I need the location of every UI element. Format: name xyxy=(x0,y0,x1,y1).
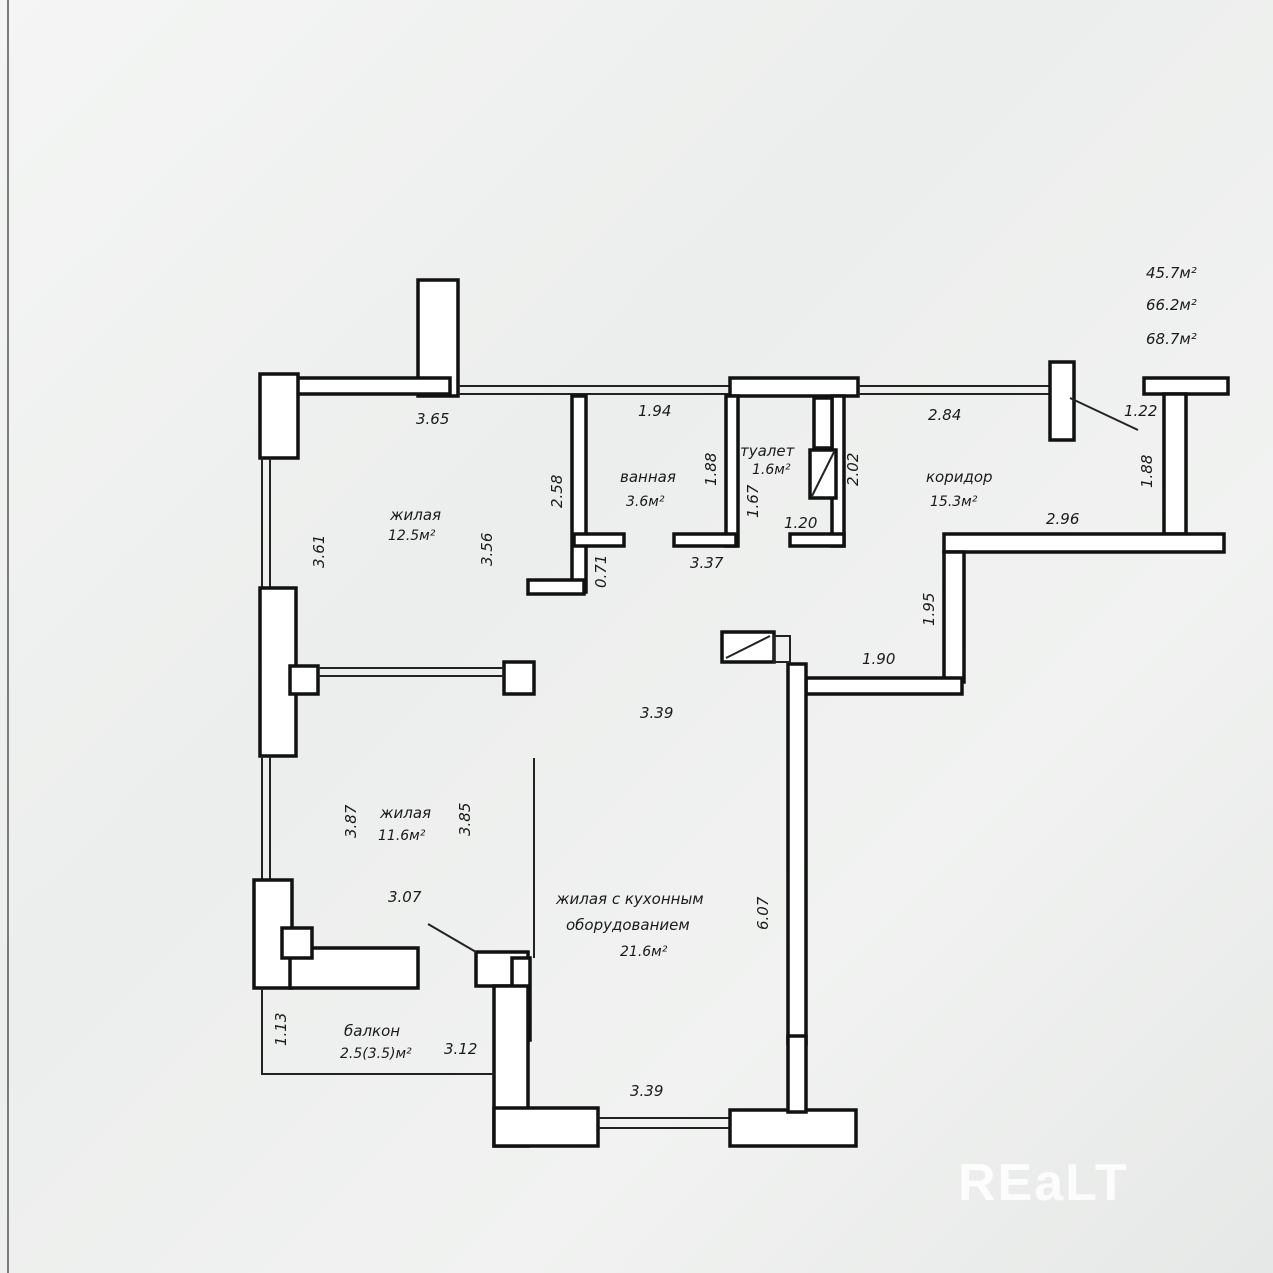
corridor-step-wall xyxy=(942,550,966,684)
bath-bottom-left xyxy=(572,532,626,548)
kitchen-right-wall-lower xyxy=(786,1034,808,1114)
kitchen-bottom-right xyxy=(728,1108,858,1148)
total-area-with-balcony: 68.7м² xyxy=(1146,330,1197,348)
vent-box-side xyxy=(773,635,791,663)
dim-bath-left: 2.58 xyxy=(548,475,566,508)
right-wall xyxy=(1162,392,1188,536)
balcony-outline xyxy=(261,988,494,1075)
living1-area: 12.5м² xyxy=(388,528,436,544)
kitchen-bottom-left xyxy=(492,1106,600,1148)
dim-top-left: 3.65 xyxy=(416,410,449,428)
toilet-name: туалет xyxy=(740,442,796,460)
kitchen-area: 21.6м² xyxy=(620,944,668,960)
column-lower xyxy=(280,926,314,960)
bath-bottom-right xyxy=(672,532,738,548)
walls xyxy=(252,278,1230,1148)
dim-toilet-left: 1.67 xyxy=(744,484,762,518)
dim-kitchen-right: 6.07 xyxy=(754,896,772,930)
dim-kitchen-bottom: 3.39 xyxy=(630,1082,663,1100)
dim-corridor-low: 1.90 xyxy=(862,650,895,668)
dim-corridor-step: 1.95 xyxy=(920,593,938,626)
kitchen-name-line2: оборудованием xyxy=(566,916,690,934)
dim-toilet-bottom: 1.20 xyxy=(784,514,817,532)
dim-right-side: 1.88 xyxy=(1138,455,1156,488)
entrance-door-swing xyxy=(1069,397,1139,431)
dim-toilet-right: 2.02 xyxy=(844,453,862,486)
corridor-area: 15.3м² xyxy=(930,494,978,510)
dim-bath-bottom: 3.37 xyxy=(690,554,724,572)
bath-area: 3.6м² xyxy=(626,494,665,510)
kitchen-name-line1: жилая с кухонным xyxy=(555,890,704,908)
dim-balcony-right: 3.12 xyxy=(444,1040,477,1058)
dim-top-bath: 1.94 xyxy=(638,402,671,420)
balcony-area: 2.5(3.5)м² xyxy=(340,1046,412,1062)
total-area: 66.2м² xyxy=(1146,296,1197,314)
totals: 45.7м² 66.2м² 68.7м² xyxy=(1146,264,1197,348)
dim-corridor-bottom: 2.96 xyxy=(1046,510,1079,528)
entrance-jamb xyxy=(1048,360,1076,442)
dim-living1-left: 3.61 xyxy=(310,535,328,568)
toilet-shaft-diagonal xyxy=(811,451,835,497)
toilet-bottom-wall xyxy=(788,532,846,548)
door-swing-living2 xyxy=(427,923,477,953)
watermark-logo: REaLT xyxy=(958,1154,1129,1212)
living1-name: жилая xyxy=(389,506,441,524)
living-bath-partition xyxy=(570,394,588,594)
dim-balcony-left: 1.13 xyxy=(272,1013,290,1046)
partition-nib xyxy=(526,578,586,596)
balcony-name: балкон xyxy=(344,1022,400,1040)
corridor-name: коридор xyxy=(926,468,993,486)
corridor-bottom-wall xyxy=(942,532,1226,554)
dim-living1-right: 3.56 xyxy=(478,533,496,566)
vent-diagonal xyxy=(725,635,771,659)
corridor-low-wall xyxy=(804,676,964,696)
dim-top-corridor: 2.84 xyxy=(928,406,961,424)
top-right-wall xyxy=(1142,376,1230,396)
top-wall-left xyxy=(288,376,452,396)
toilet-area: 1.6м² xyxy=(752,462,791,478)
room-labels: жилая 12.5м² ванная 3.6м² туалет 1.6м² к… xyxy=(340,442,993,1062)
dim-living2-right: 3.85 xyxy=(456,803,474,836)
dim-kitchen-top: 3.39 xyxy=(640,704,673,722)
living2-area: 11.6м² xyxy=(378,828,426,844)
living2-name: жилая xyxy=(379,804,431,822)
total-living-area: 45.7м² xyxy=(1146,264,1197,282)
dim-bath-right: 1.88 xyxy=(702,453,720,486)
left-wall-upper xyxy=(258,372,300,460)
top-wall-mid xyxy=(728,376,860,398)
dim-living2-left: 3.87 xyxy=(342,804,360,838)
column-upper-right xyxy=(502,660,536,696)
kitchen-right-wall-upper xyxy=(786,662,808,1046)
bath-toilet-partition xyxy=(724,394,740,548)
dim-door-right: 1.22 xyxy=(1124,402,1157,420)
dim-living2-bottom: 3.07 xyxy=(388,888,422,906)
dimension-labels: 3.65 1.94 2.84 1.22 1.88 3.61 3.56 2.58 … xyxy=(272,402,1157,1100)
toilet-shaft-wall xyxy=(812,396,834,450)
bath-name: ванная xyxy=(620,468,676,486)
dim-bath-nib: 0.71 xyxy=(592,555,610,588)
column-upper-left xyxy=(288,664,320,696)
